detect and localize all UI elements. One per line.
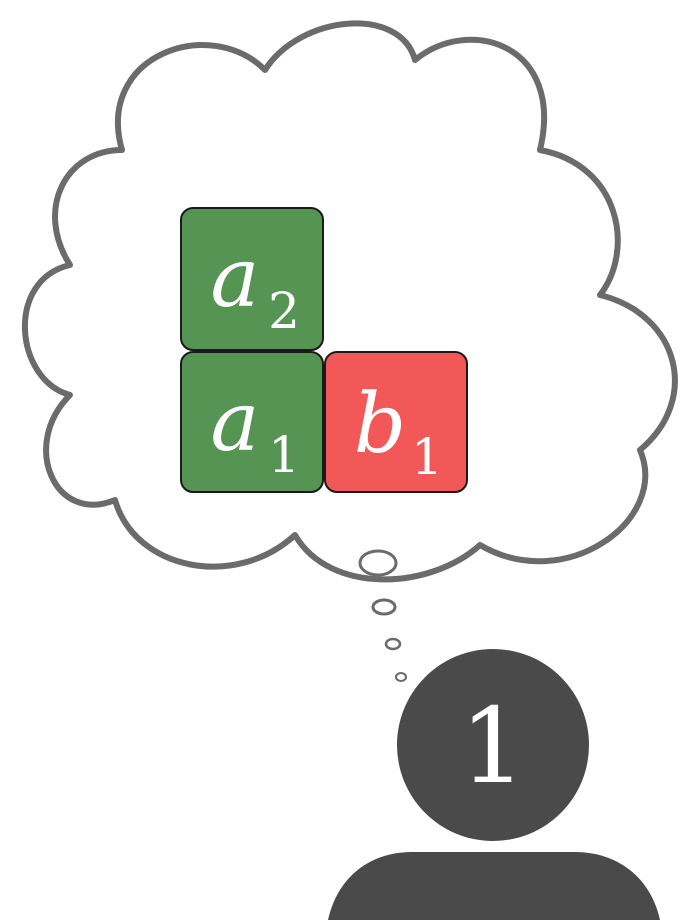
block-b1-body [324, 351, 468, 493]
thought-cloud [21, 20, 678, 583]
thought-bubble-medium [371, 598, 397, 616]
block-a1: a 1 [180, 351, 324, 493]
block-a1-letter: a [211, 375, 260, 470]
block-a2-body [180, 207, 324, 351]
block-b1: b 1 [324, 351, 468, 493]
thought-bubble-small [384, 637, 402, 651]
agent-head [397, 649, 589, 841]
block-b1-letter: b [354, 377, 407, 472]
block-a2: a 2 [180, 207, 324, 351]
block-b1-subscript: 1 [411, 428, 443, 486]
block-a2-subscript: 2 [268, 282, 300, 340]
agent-body [328, 852, 660, 920]
agent-figure: 1 [328, 649, 660, 920]
thought-bubble-large [358, 549, 398, 577]
agent-number: 1 [460, 685, 526, 807]
thought-bubble-tiny [395, 672, 407, 682]
block-a1-subscript: 1 [268, 426, 300, 484]
block-a2-letter: a [211, 231, 260, 326]
block-a1-body [180, 351, 324, 493]
